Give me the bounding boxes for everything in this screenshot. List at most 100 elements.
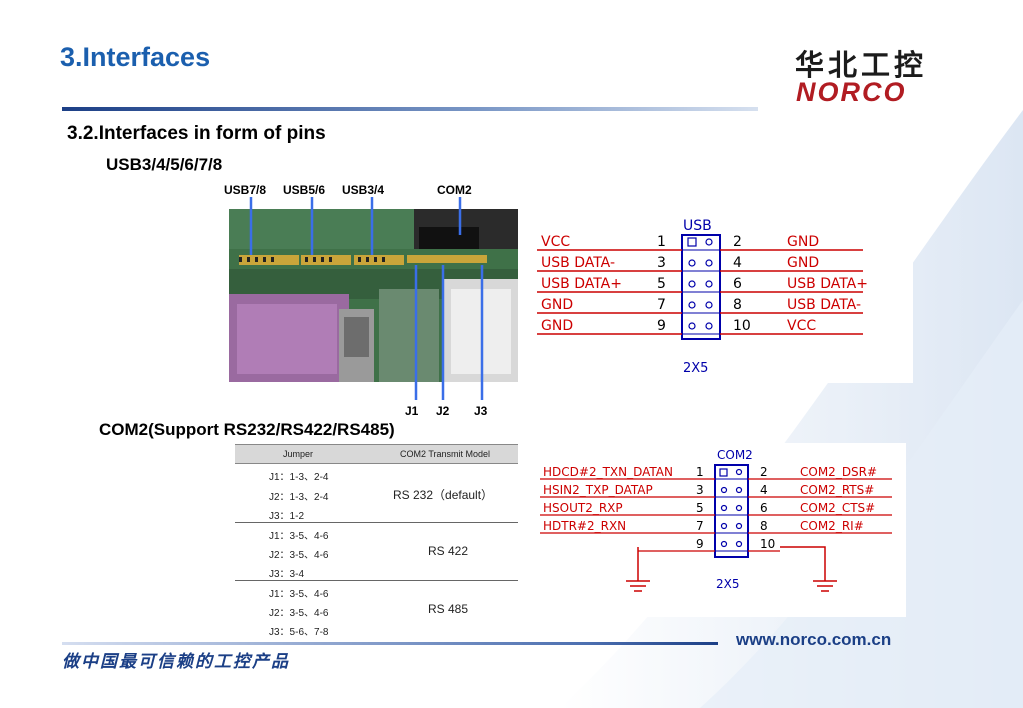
- jumper-table-header-model: COM2 Transmit Model: [400, 449, 491, 459]
- com2-pin-circle: [720, 522, 728, 530]
- jumper-table-header-jumper: Jumper: [283, 449, 314, 459]
- com2-pin-circle: [720, 540, 728, 548]
- usb-left-signal: VCC: [541, 234, 570, 250]
- table-divider: [235, 580, 518, 581]
- usb-pin-circle: [688, 259, 696, 267]
- com2-left-pin-number: 5: [696, 501, 704, 515]
- ground-symbols: [626, 546, 837, 592]
- usb-heading: USB3/4/5/6/7/8: [106, 155, 223, 174]
- usb-right-signal: VCC: [787, 318, 816, 334]
- com2-pin-circle: [735, 522, 743, 530]
- table-divider: [235, 522, 518, 523]
- footer-slogan: 做中国最可信赖的工控产品: [62, 652, 290, 671]
- com2-pin-circle: [735, 468, 743, 476]
- jumper-table: Jumper COM2 Transmit Model J1：1-3、2-4 J2…: [235, 444, 518, 638]
- usb-left-pin-number: 7: [657, 297, 666, 313]
- usb-left-pin-number: 3: [657, 255, 666, 271]
- com2-right-pin-number: 8: [760, 519, 768, 533]
- usb-left-signal: USB DATA-: [541, 255, 615, 271]
- com2-left-pin-number: 1: [696, 465, 704, 479]
- usb-left-signal: GND: [541, 318, 573, 334]
- com2-pin-circle: [720, 486, 728, 494]
- com2-left-pin-number: 9: [696, 537, 704, 551]
- label-usb78: USB7/8: [224, 183, 267, 197]
- jumper-table-header: Jumper COM2 Transmit Model: [235, 444, 518, 464]
- table-cell: J3：5-6、7-8: [269, 627, 329, 638]
- table-mode: RS 232（default）: [393, 488, 494, 502]
- com2-right-pin-number: 10: [760, 537, 775, 551]
- table-cell: J1：3-5、4-6: [269, 531, 329, 542]
- usb-right-pin-number: 6: [733, 276, 742, 292]
- com2-left-signal: HDCD#2_TXN_DATAN: [543, 465, 673, 479]
- usb-left-signal: USB DATA+: [541, 276, 622, 292]
- photo-pointer-lines: [249, 197, 484, 400]
- label-j2: J2: [436, 404, 450, 418]
- usb-pin-circle: [688, 280, 696, 288]
- table-cell: J3：1-2: [269, 511, 305, 522]
- com2-left-signal: HDTR#2_RXN: [543, 519, 626, 533]
- title-divider: [62, 107, 758, 111]
- label-com2: COM2: [437, 183, 472, 197]
- usb-pin-square: [687, 237, 697, 247]
- logo-chinese-text: 华北工控: [795, 50, 928, 82]
- label-j3: J3: [474, 404, 488, 418]
- com2-schematic-size: 2X5: [716, 577, 740, 591]
- usb-right-signal: USB DATA-: [787, 297, 861, 313]
- board-photo: [229, 209, 518, 382]
- section-subtitle: 3.2.Interfaces in form of pins: [67, 123, 326, 144]
- com2-pin-circle: [735, 540, 743, 548]
- com2-right-signal: COM2_RTS#: [800, 483, 874, 497]
- com2-right-pin-number: 2: [760, 465, 768, 479]
- usb-pin-circle: [705, 259, 713, 267]
- table-cell: J1：3-5、4-6: [269, 589, 329, 600]
- com2-left-pin-number: 7: [696, 519, 704, 533]
- table-mode: RS 422: [428, 544, 469, 558]
- label-usb56: USB5/6: [283, 183, 326, 197]
- table-mode: RS 485: [428, 602, 469, 616]
- label-j1: J1: [405, 404, 419, 418]
- usb-left-pin-number: 1: [657, 234, 666, 250]
- table-cell: J2：3-5、4-6: [269, 550, 329, 561]
- usb-right-signal: GND: [787, 255, 819, 271]
- com2-pin-circle: [735, 486, 743, 494]
- usb-left-pin-number: 5: [657, 276, 666, 292]
- label-usb34: USB3/4: [342, 183, 385, 197]
- com2-right-signal: COM2_DSR#: [800, 465, 877, 479]
- usb-pin-circle: [705, 322, 713, 330]
- com2-schematic-title: COM2: [717, 448, 753, 462]
- usb-right-pin-number: 10: [733, 318, 751, 334]
- table-cell: J1：1-3、2-4: [269, 472, 329, 483]
- usb-header-body: [681, 234, 721, 340]
- footer-url[interactable]: www.norco.com.cn: [736, 630, 892, 649]
- com2-left-signal: HSIN2_TXP_DATAP: [543, 483, 653, 497]
- usb-left-pin-number: 9: [657, 318, 666, 334]
- usb-pin-circle: [705, 280, 713, 288]
- usb-right-pin-number: 4: [733, 255, 742, 271]
- com2-right-signal: COM2_RI#: [800, 519, 864, 533]
- page-title: 3.Interfaces: [60, 42, 211, 72]
- usb-right-pin-number: 8: [733, 297, 742, 313]
- table-cell: J2：1-3、2-4: [269, 492, 329, 503]
- footer-divider: [62, 642, 718, 645]
- com2-pin-circle: [720, 504, 728, 512]
- com2-left-pin-number: 3: [696, 483, 704, 497]
- com2-right-pin-number: 4: [760, 483, 768, 497]
- usb-right-signal: GND: [787, 234, 819, 250]
- usb-right-pin-number: 2: [733, 234, 742, 250]
- com2-pin-circle: [735, 504, 743, 512]
- logo-norco-text: NORCO: [796, 77, 907, 107]
- usb-schematic-size: 2X5: [683, 361, 708, 376]
- usb-pin-circle: [705, 301, 713, 309]
- com-heading: COM2(Support RS232/RS422/RS485): [99, 420, 395, 439]
- com2-schematic: COM2 HDCD#2_TXN_DATAN 1 2 COM2_DSR# HSIN2_TX…: [540, 443, 906, 617]
- usb-schematic-title: USB: [683, 218, 712, 234]
- com2-right-signal: COM2_CTS#: [800, 501, 875, 515]
- usb-pin-circle: [688, 301, 696, 309]
- table-cell: J2：3-5、4-6: [269, 608, 329, 619]
- com2-right-pin-number: 6: [760, 501, 768, 515]
- table-cell: J3：3-4: [269, 569, 305, 580]
- com2-pin-square: [719, 468, 728, 477]
- com2-header-body: [714, 464, 749, 558]
